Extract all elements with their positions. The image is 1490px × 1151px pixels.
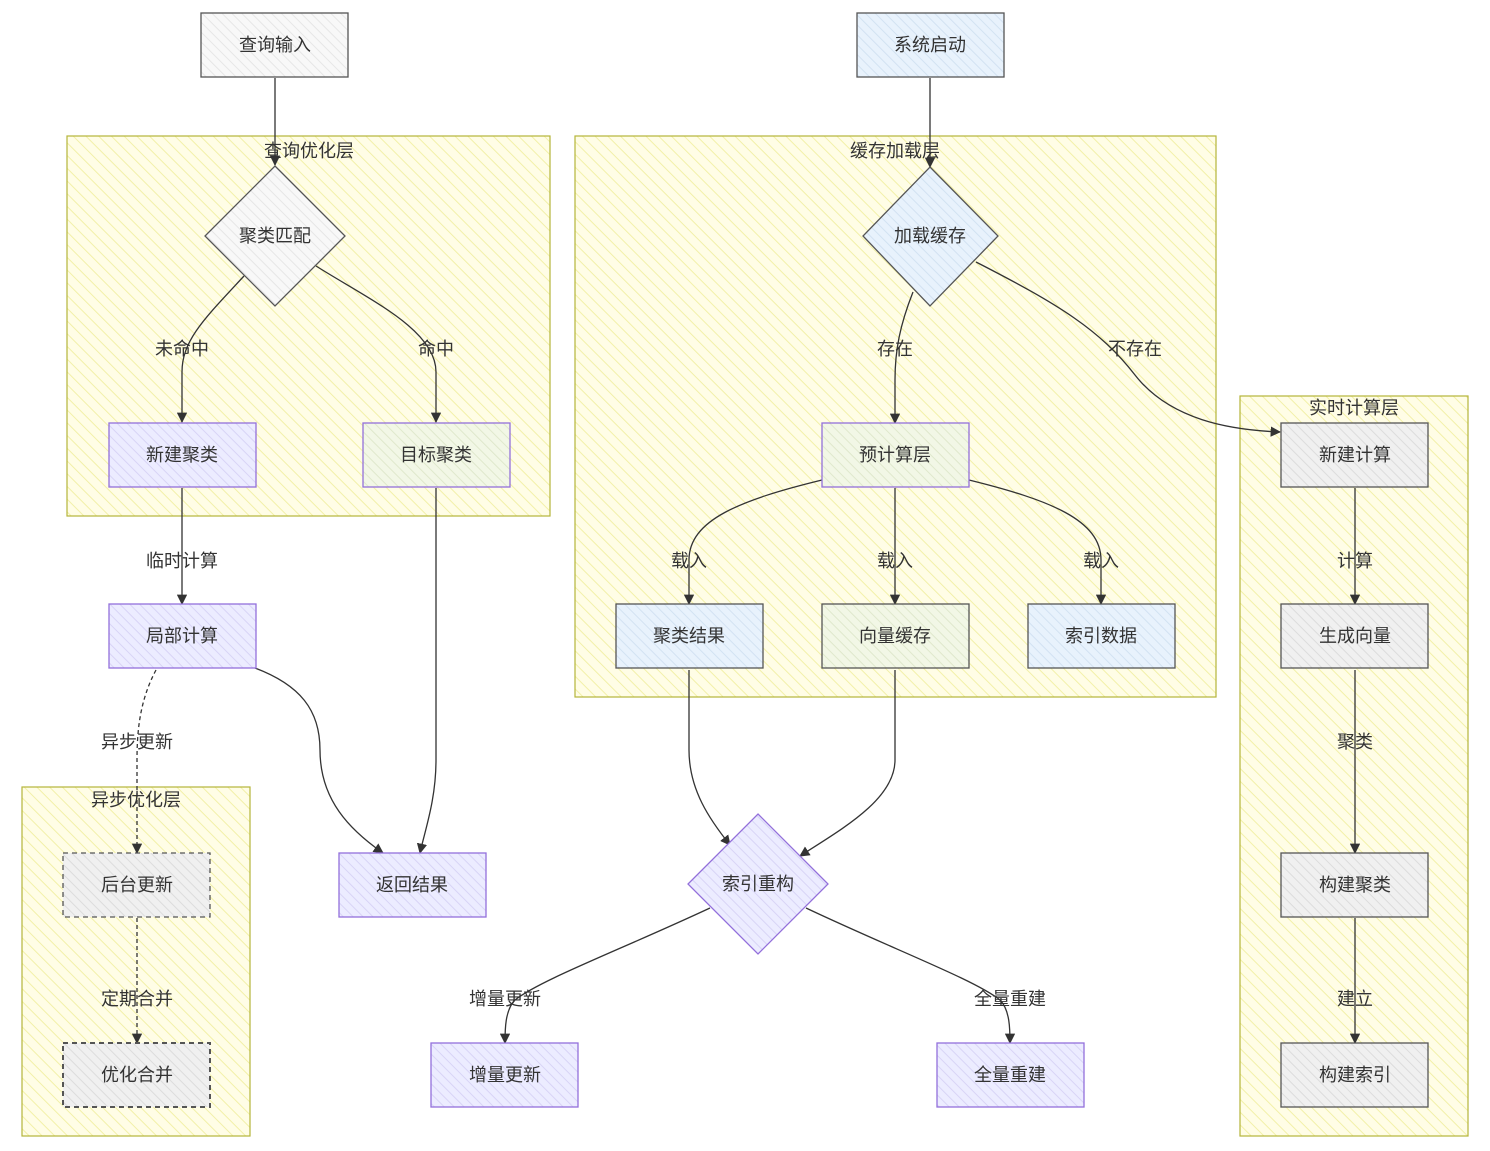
nodes: 查询输入 系统启动 聚类匹配 新建聚类 目标聚类 加载缓存 预计算层 bbox=[62, 12, 1429, 1108]
node-label-return-result: 返回结果 bbox=[376, 875, 448, 896]
edge-precompute-to-cluster-result bbox=[683, 479, 823, 606]
node-index-rebuild[interactable]: 索引重构 bbox=[687, 813, 829, 955]
node-label-full-rebuild: 全量重建 bbox=[974, 1065, 1046, 1086]
edges bbox=[131, 78, 1361, 1045]
node-label-build-index: 构建索引 bbox=[1319, 1065, 1391, 1086]
node-target-cluster[interactable]: 目标聚类 bbox=[362, 422, 511, 488]
node-full-rebuild[interactable]: 全量重建 bbox=[936, 1042, 1085, 1108]
edge-cluster-match-to-target-cluster bbox=[315, 265, 442, 424]
edge-label-load-2: 载入 bbox=[877, 551, 913, 572]
node-label-incr-update: 增量更新 bbox=[469, 1065, 541, 1086]
edge-target-cluster-to-return-result bbox=[416, 488, 437, 855]
node-precompute[interactable]: 预计算层 bbox=[821, 422, 970, 488]
node-label-system-start: 系统启动 bbox=[894, 35, 966, 56]
edge-load-cache-to-new-compute bbox=[975, 261, 1282, 437]
edge-label-cluster: 聚类 bbox=[1337, 732, 1373, 753]
node-label-load-cache: 加载缓存 bbox=[894, 226, 966, 247]
node-cluster-result[interactable]: 聚类结果 bbox=[615, 603, 764, 669]
group-title-realtime-compute: 实时计算层 bbox=[1309, 398, 1399, 419]
edge-local-compute-to-bg-update bbox=[131, 669, 157, 855]
node-label-vector-cache: 向量缓存 bbox=[859, 626, 931, 647]
edge-label-miss: 未命中 bbox=[155, 339, 209, 360]
edge-label-hit: 命中 bbox=[418, 339, 454, 360]
node-cluster-match[interactable]: 聚类匹配 bbox=[204, 165, 346, 307]
edge-label-exists: 存在 bbox=[877, 339, 913, 360]
node-system-start[interactable]: 系统启动 bbox=[856, 12, 1005, 78]
node-label-build-cluster: 构建聚类 bbox=[1319, 875, 1391, 896]
group-realtime-compute: 实时计算层 bbox=[1239, 395, 1469, 1137]
node-label-index-data: 索引数据 bbox=[1065, 626, 1137, 647]
group-title-async-optimization: 异步优化层 bbox=[91, 790, 181, 811]
node-local-compute[interactable]: 局部计算 bbox=[108, 603, 257, 669]
edge-load-cache-to-precompute bbox=[889, 291, 914, 425]
node-vector-cache[interactable]: 向量缓存 bbox=[821, 603, 970, 669]
edge-label-full-rebuild: 全量重建 bbox=[974, 989, 1046, 1010]
edge-label-build: 建立 bbox=[1337, 989, 1373, 1010]
node-label-gen-vector: 生成向量 bbox=[1319, 626, 1391, 647]
node-label-new-cluster: 新建聚类 bbox=[146, 445, 218, 466]
edge-cluster-result-to-index-rebuild bbox=[688, 670, 731, 846]
edge-precompute-to-index-data bbox=[968, 479, 1107, 606]
node-build-index[interactable]: 构建索引 bbox=[1280, 1042, 1429, 1108]
edge-label-load-3: 载入 bbox=[1083, 551, 1119, 572]
node-label-cluster-match: 聚类匹配 bbox=[239, 226, 311, 247]
node-label-new-compute: 新建计算 bbox=[1319, 445, 1391, 466]
edge-label-compute: 计算 bbox=[1337, 551, 1373, 572]
node-build-cluster[interactable]: 构建聚类 bbox=[1280, 852, 1429, 918]
node-new-cluster[interactable]: 新建聚类 bbox=[108, 422, 257, 488]
edge-vector-cache-to-index-rebuild bbox=[799, 670, 896, 857]
node-opt-merge[interactable]: 优化合并 bbox=[62, 1042, 211, 1108]
node-label-bg-update: 后台更新 bbox=[101, 875, 173, 896]
node-label-precompute: 预计算层 bbox=[859, 445, 931, 466]
node-label-local-compute: 局部计算 bbox=[146, 626, 218, 647]
node-incr-update[interactable]: 增量更新 bbox=[430, 1042, 579, 1108]
edge-labels: 未命中 命中 存在 不存在 临时计算 载入 载入 载入 计算 异步更新 聚类 定… bbox=[101, 339, 1373, 1010]
node-load-cache[interactable]: 加载缓存 bbox=[862, 166, 999, 307]
edge-cluster-match-to-new-cluster bbox=[176, 275, 245, 424]
group-title-cache-loading: 缓存加载层 bbox=[850, 141, 940, 162]
edge-label-async-update: 异步更新 bbox=[101, 732, 173, 753]
node-new-compute[interactable]: 新建计算 bbox=[1280, 422, 1429, 488]
node-index-data[interactable]: 索引数据 bbox=[1027, 603, 1176, 669]
node-label-cluster-result: 聚类结果 bbox=[653, 626, 725, 647]
edge-index-rebuild-to-full-rebuild bbox=[805, 907, 1016, 1045]
edge-local-compute-to-return-result bbox=[254, 667, 384, 854]
edge-label-periodic-merge: 定期合并 bbox=[101, 989, 173, 1010]
edge-index-rebuild-to-incr-update bbox=[499, 907, 711, 1045]
node-gen-vector[interactable]: 生成向量 bbox=[1280, 603, 1429, 669]
group-title-query-optimization: 查询优化层 bbox=[264, 141, 354, 162]
node-label-target-cluster: 目标聚类 bbox=[400, 445, 472, 466]
node-return-result[interactable]: 返回结果 bbox=[338, 852, 487, 918]
node-bg-update[interactable]: 后台更新 bbox=[62, 852, 211, 918]
edge-label-load-1: 载入 bbox=[671, 551, 707, 572]
edge-label-temp-compute: 临时计算 bbox=[146, 551, 218, 572]
node-label-index-rebuild: 索引重构 bbox=[722, 874, 794, 895]
node-query-input[interactable]: 查询输入 bbox=[200, 12, 349, 78]
edge-label-incr-update: 增量更新 bbox=[469, 989, 541, 1010]
node-label-query-input: 查询输入 bbox=[239, 35, 311, 56]
edge-label-not-exists: 不存在 bbox=[1108, 339, 1162, 360]
node-label-opt-merge: 优化合并 bbox=[101, 1065, 173, 1086]
